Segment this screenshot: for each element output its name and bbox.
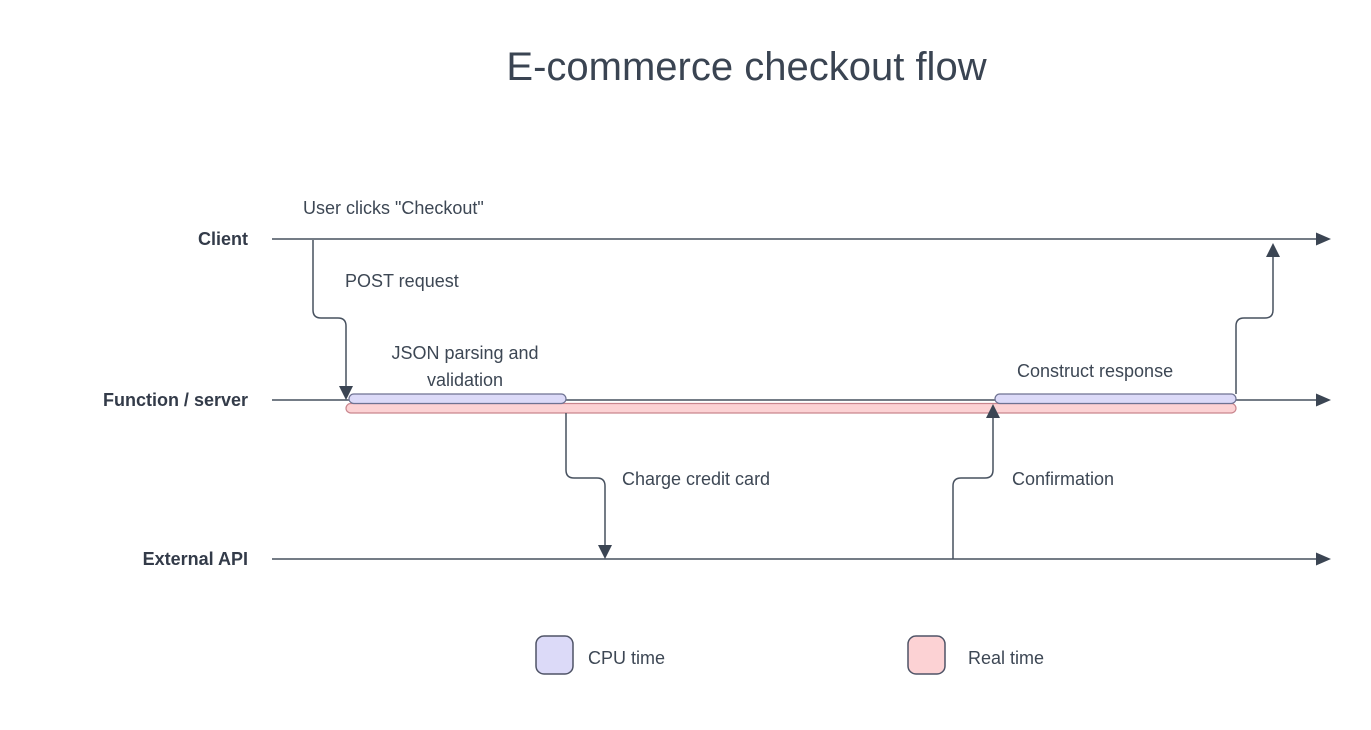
legend-cpu-swatch	[535, 635, 574, 675]
annotation-json-parsing: JSON parsing and validation	[391, 343, 539, 390]
legend-real-label: Real time	[968, 648, 1045, 668]
annotation-user-clicks: User clicks "Checkout"	[303, 198, 484, 218]
legend-real-swatch	[907, 635, 946, 675]
confirmation-arrowhead-icon	[986, 404, 1000, 418]
external-lane-arrowhead-icon	[1316, 552, 1331, 566]
function-lane-arrowhead-icon	[1316, 393, 1331, 407]
response-arrowhead-icon	[1266, 243, 1280, 257]
post-request-arrowhead-icon	[339, 386, 353, 400]
annotation-post-request: POST request	[345, 271, 459, 291]
annotation-construct-response: Construct response	[1017, 361, 1174, 381]
charge-card-arrowhead-icon	[598, 545, 612, 559]
charge-card-connector	[565, 413, 606, 545]
annotation-confirmation: Confirmation	[1012, 469, 1115, 489]
annotation-charge-card: Charge credit card	[622, 469, 771, 489]
post-request-connector	[312, 240, 347, 386]
confirmation-connector	[952, 418, 994, 559]
cpu-time-bar-parsing	[348, 393, 567, 405]
lane-label-external-api: External API	[142, 549, 248, 569]
response-connector	[1235, 257, 1274, 394]
lane-label-function-server: Function / server	[102, 390, 248, 410]
client-lane-arrowhead-icon	[1316, 232, 1331, 246]
cpu-time-bar-response	[994, 393, 1237, 405]
lane-label-client: Client	[197, 229, 248, 249]
real-time-bar	[345, 402, 1237, 414]
diagram-title: E-commerce checkout flow	[506, 45, 987, 89]
legend-cpu-label: CPU time	[588, 648, 666, 668]
